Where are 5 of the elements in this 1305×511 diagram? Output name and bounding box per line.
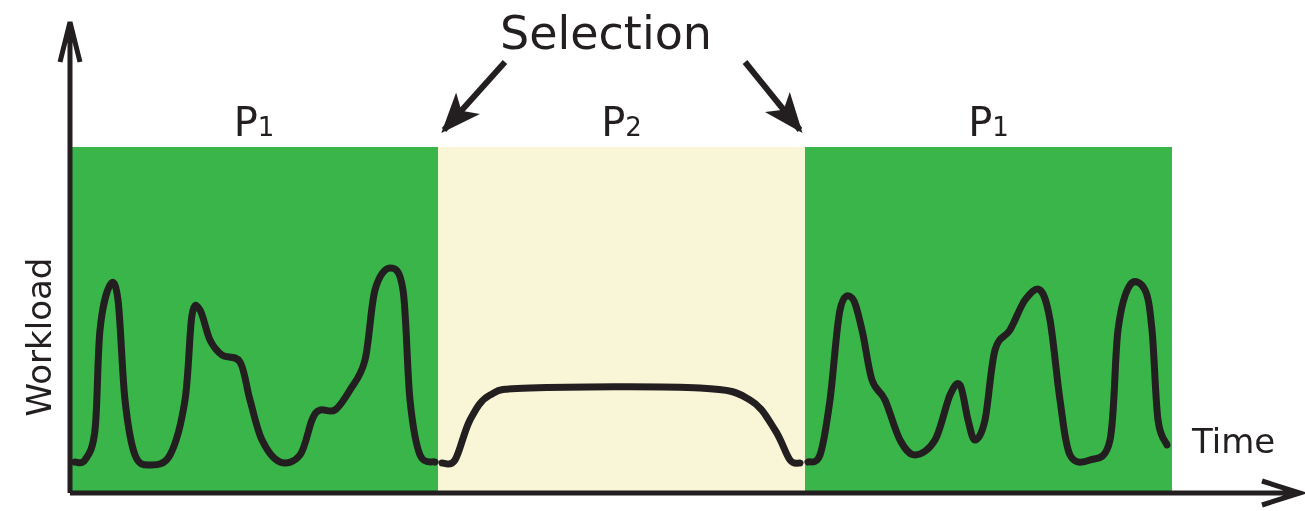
selection-label: Selection — [500, 6, 712, 60]
y-axis-label: Workload — [20, 257, 59, 417]
arrow — [441, 60, 508, 133]
x-axis-label: Time — [1192, 422, 1276, 460]
arrow — [742, 60, 803, 134]
